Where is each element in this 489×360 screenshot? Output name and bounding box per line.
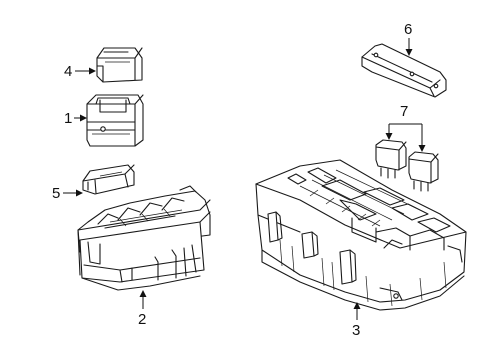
svg-text:3: 3 <box>352 322 360 339</box>
svg-text:7: 7 <box>400 103 408 120</box>
callout-5: 5 <box>52 185 83 202</box>
part-3-main-fuse-block <box>255 159 467 311</box>
part-5-relay <box>82 164 135 195</box>
callout-1: 1 <box>64 110 87 127</box>
part-2-fuse-box-housing <box>77 185 211 291</box>
svg-text:5: 5 <box>52 185 60 202</box>
part-1-fuse-holder <box>86 94 144 147</box>
svg-text:1: 1 <box>64 110 72 127</box>
callout-3: 3 <box>352 302 361 339</box>
part-7-relays <box>375 139 439 192</box>
part-4-relay-cover <box>96 47 143 83</box>
callout-4: 4 <box>64 63 96 80</box>
callout-2: 2 <box>138 290 147 328</box>
part-6-module-cover <box>361 43 447 98</box>
svg-text:4: 4 <box>64 63 72 80</box>
callout-6: 6 <box>404 21 413 56</box>
svg-text:2: 2 <box>138 311 146 328</box>
svg-text:6: 6 <box>404 21 412 38</box>
callout-7: 7 <box>385 103 426 152</box>
